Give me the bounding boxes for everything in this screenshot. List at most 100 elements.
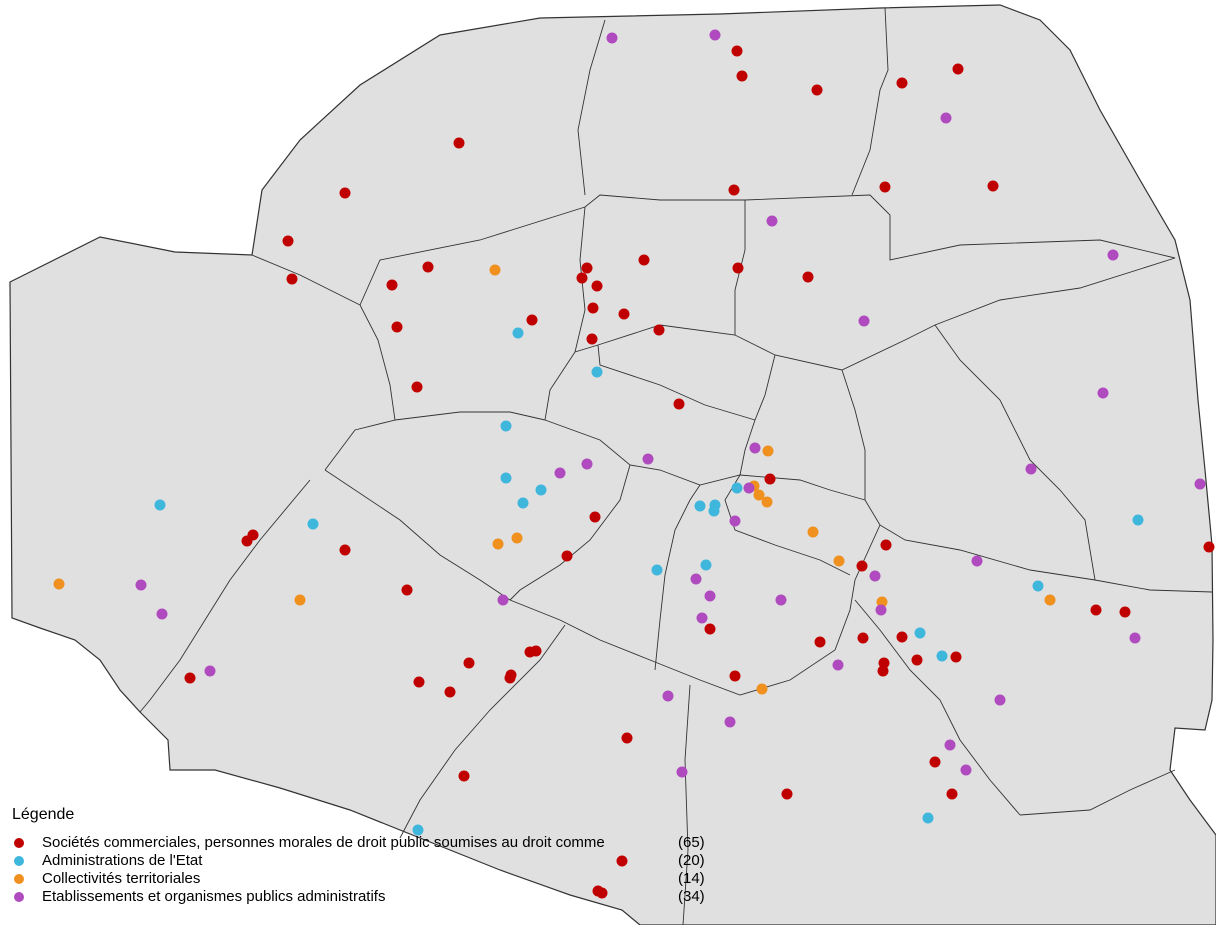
arrondissement-border <box>324 304 396 471</box>
point-societes <box>589 511 601 523</box>
arrondissement-border <box>682 684 691 925</box>
point-societes <box>504 672 516 684</box>
point-etablissements <box>960 764 972 776</box>
point-etat <box>700 559 712 571</box>
arrondissement-border <box>854 599 1021 816</box>
point-societes <box>576 272 588 284</box>
legend-title: Légende <box>12 806 75 823</box>
point-etat <box>517 497 529 509</box>
point-societes <box>857 632 869 644</box>
point-societes <box>587 302 599 314</box>
point-societes <box>339 544 351 556</box>
arrondissement-border <box>597 344 756 421</box>
point-etat <box>512 327 524 339</box>
point-societes <box>896 631 908 643</box>
point-societes <box>413 676 425 688</box>
point-collectivites <box>876 596 888 608</box>
point-societes <box>987 180 999 192</box>
point-collectivites <box>753 489 765 501</box>
point-societes <box>401 584 413 596</box>
point-etat <box>708 505 720 517</box>
point-societes <box>856 560 868 572</box>
legend-dot-collectivites <box>14 874 24 884</box>
point-etablissements <box>1107 249 1119 261</box>
legend-label-societes: Sociétés commerciales, personnes morales… <box>42 834 605 851</box>
point-etablissements <box>729 515 741 527</box>
point-etablissements <box>832 659 844 671</box>
point-societes <box>877 665 889 677</box>
point-societes <box>811 84 823 96</box>
point-societes <box>729 670 741 682</box>
point-etat <box>500 472 512 484</box>
legend-count-etablissements: (34) <box>678 888 705 905</box>
point-societes <box>339 187 351 199</box>
point-etablissements <box>940 112 952 124</box>
point-societes <box>732 262 744 274</box>
point-etablissements <box>690 573 702 585</box>
point-societes <box>386 279 398 291</box>
point-societes <box>1090 604 1102 616</box>
point-societes <box>929 756 941 768</box>
point-societes <box>591 280 603 292</box>
points-layer <box>53 29 1215 899</box>
point-etablissements <box>554 467 566 479</box>
arrondissement-borders <box>139 7 1213 925</box>
point-societes <box>653 324 665 336</box>
point-societes <box>526 314 538 326</box>
point-societes <box>530 645 542 657</box>
point-etablissements <box>709 29 721 41</box>
arrondissement-border <box>139 479 311 713</box>
point-etablissements <box>662 690 674 702</box>
point-etablissements <box>971 555 983 567</box>
point-societes <box>814 636 826 648</box>
point-etat <box>591 366 603 378</box>
legend-item-collectivites: Collectivités territoriales (14) <box>12 870 732 888</box>
point-societes <box>444 686 456 698</box>
point-societes <box>673 398 685 410</box>
point-societes <box>596 887 608 899</box>
point-societes <box>391 321 403 333</box>
point-societes <box>704 623 716 635</box>
legend-label-etablissements: Etablissements et organismes publics adm… <box>42 888 386 905</box>
point-etablissements <box>696 612 708 624</box>
point-etablissements <box>749 442 761 454</box>
point-etablissements <box>743 482 755 494</box>
legend-dot-etablissements <box>14 892 24 902</box>
legend-count-collectivites: (14) <box>678 870 705 887</box>
point-etablissements <box>766 215 778 227</box>
arrondissement-border <box>851 7 889 196</box>
point-societes <box>879 181 891 193</box>
point-societes <box>286 273 298 285</box>
point-societes <box>241 535 253 547</box>
point-collectivites <box>762 445 774 457</box>
point-collectivites <box>756 683 768 695</box>
arrondissement-border <box>864 499 881 526</box>
point-etablissements <box>204 665 216 677</box>
legend-dot-etat <box>14 856 24 866</box>
point-societes <box>781 788 793 800</box>
point-societes <box>911 654 923 666</box>
point-etablissements <box>1097 387 1109 399</box>
point-societes <box>952 63 964 75</box>
arrondissement-border <box>394 411 546 421</box>
point-etablissements <box>497 594 509 606</box>
point-etat <box>154 499 166 511</box>
point-societes <box>621 732 633 744</box>
arrondissement-border <box>841 369 866 500</box>
point-etablissements <box>135 579 147 591</box>
point-societes <box>422 261 434 273</box>
arrondissement-border <box>934 324 1096 581</box>
point-collectivites <box>294 594 306 606</box>
point-etablissements <box>775 594 787 606</box>
point-societes <box>896 77 908 89</box>
point-etablissements <box>1194 478 1206 490</box>
arrondissement-border <box>724 474 851 576</box>
arrondissement-border <box>739 354 776 476</box>
point-etat <box>535 484 547 496</box>
point-etablissements <box>875 604 887 616</box>
arrondissement-border <box>399 624 566 839</box>
legend-count-etat: (20) <box>678 852 705 869</box>
point-societes <box>616 855 628 867</box>
point-etablissements <box>944 739 956 751</box>
